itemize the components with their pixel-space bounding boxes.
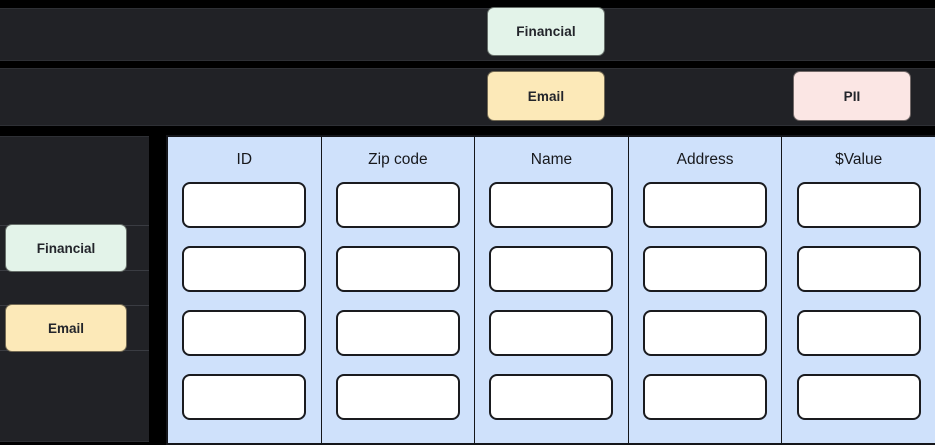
table-column-id[interactable]: ID [168, 137, 322, 443]
column-cells-name [475, 182, 628, 443]
column-cells-address [629, 182, 782, 443]
table-cell[interactable] [796, 310, 921, 356]
column-cells-value [782, 182, 935, 443]
table-cell[interactable] [182, 310, 307, 356]
table-column-address[interactable]: Address [628, 137, 783, 443]
table-cell[interactable] [182, 182, 307, 228]
tag-chip-email-top[interactable]: Email [487, 71, 605, 121]
tag-drop-row-2[interactable] [0, 68, 935, 126]
table-cell[interactable] [796, 182, 921, 228]
tag-chip-financial-top[interactable]: Financial [487, 7, 605, 56]
table-cell[interactable] [643, 374, 768, 420]
table-cell[interactable] [182, 374, 307, 420]
column-header-id: ID [236, 151, 253, 168]
table-column-value[interactable]: $Value [782, 137, 935, 443]
table-cell[interactable] [489, 374, 614, 420]
table-cell[interactable] [182, 246, 307, 292]
tag-palette-sidebar: Financial Email [0, 136, 149, 442]
table-cell[interactable] [489, 310, 614, 356]
table-cell[interactable] [335, 182, 460, 228]
table-cell[interactable] [335, 374, 460, 420]
table-cell[interactable] [335, 310, 460, 356]
column-header-address: Address [676, 151, 734, 168]
column-header-value: $Value [835, 151, 883, 168]
table-column-zip-code[interactable]: Zip code [321, 137, 476, 443]
table-cell[interactable] [643, 182, 768, 228]
table-cell[interactable] [489, 182, 614, 228]
table-column-name[interactable]: Name [475, 137, 629, 443]
column-cells-zip-code [322, 182, 475, 443]
column-header-zip-code: Zip code [368, 151, 428, 168]
table-cell[interactable] [796, 246, 921, 292]
table-cell[interactable] [335, 246, 460, 292]
tag-drop-row-1[interactable] [0, 8, 935, 61]
sidebar-tag-chip-email[interactable]: Email [5, 304, 127, 352]
table-cell[interactable] [643, 246, 768, 292]
table-cell[interactable] [796, 374, 921, 420]
sidebar-tag-chip-financial[interactable]: Financial [5, 224, 127, 272]
column-cells-id [168, 182, 321, 443]
table-cell[interactable] [643, 310, 768, 356]
column-header-name: Name [530, 151, 573, 168]
data-column-board: ID Zip code Name [166, 135, 935, 445]
tag-chip-pii-top[interactable]: PII [793, 71, 911, 121]
table-cell[interactable] [489, 246, 614, 292]
